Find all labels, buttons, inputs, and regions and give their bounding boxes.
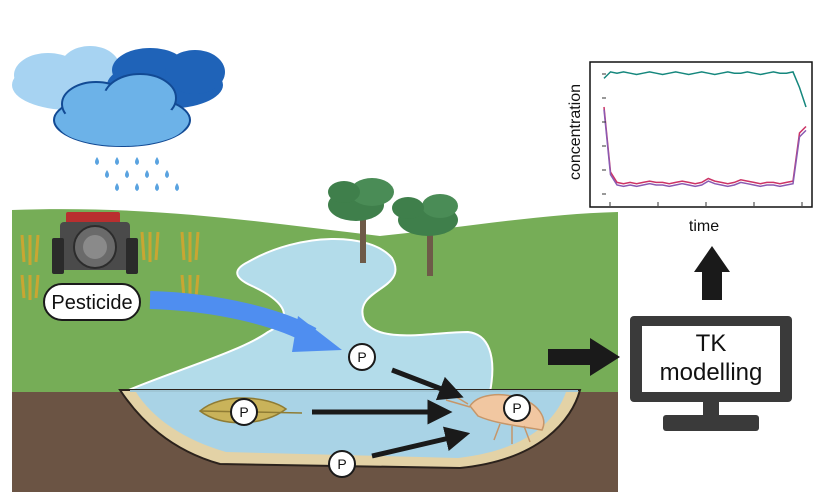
chart-ticks xyxy=(602,73,803,206)
computer-icon xyxy=(630,316,792,431)
raindrops xyxy=(95,157,179,191)
pesticide-marker-organism: P xyxy=(503,394,531,422)
concentration-chart: concentration time xyxy=(567,61,813,235)
tractor-icon xyxy=(52,212,138,274)
tree-icon xyxy=(328,178,394,263)
svg-text:P: P xyxy=(357,349,366,365)
tree-icon xyxy=(392,194,458,276)
chart-plot-area xyxy=(603,71,807,188)
arrow-up-to-chart xyxy=(694,246,730,300)
chart-series-2 xyxy=(603,109,807,188)
river xyxy=(123,238,494,393)
svg-text:P: P xyxy=(512,400,521,416)
pesticide-marker-sediment: P xyxy=(328,450,356,478)
pesticide-marker-water: P xyxy=(348,343,376,371)
light-cloud-icon xyxy=(12,46,128,110)
rain-cloud-icon xyxy=(53,73,191,147)
chart-series-0 xyxy=(603,71,807,108)
pesticide-label-box xyxy=(43,283,141,321)
arrow-to-model xyxy=(548,338,620,376)
uptake-arrow-water xyxy=(391,367,464,401)
chart-y-axis-label: concentration xyxy=(567,84,584,180)
model-label-line2: modelling xyxy=(660,359,763,386)
svg-text:P: P xyxy=(239,404,248,420)
svg-text:P: P xyxy=(337,456,346,472)
chart-series-1 xyxy=(603,106,807,185)
model-label-line1: TK xyxy=(696,330,727,357)
pesticide-marker-leaf: P xyxy=(230,398,258,426)
uptake-arrow-sediment xyxy=(371,426,471,459)
pesticide-label: Pesticide xyxy=(51,292,132,314)
runoff-arrow xyxy=(149,291,342,352)
chart-x-axis-label: time xyxy=(689,218,719,235)
